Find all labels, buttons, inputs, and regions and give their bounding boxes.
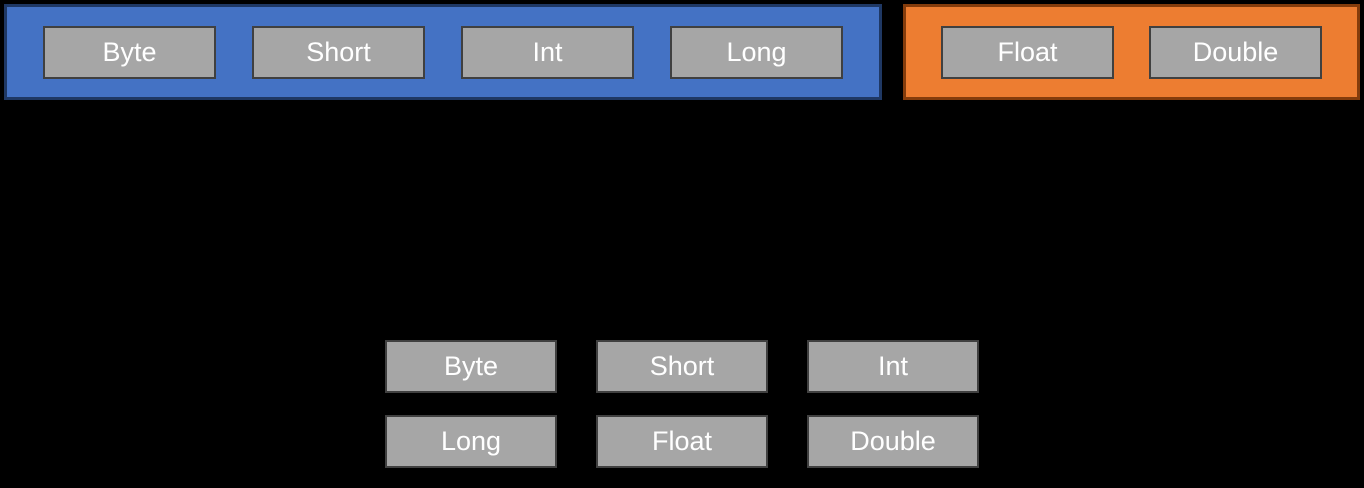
all-types-grid-row-1: Byte Short Int [385, 340, 979, 393]
type-box-double: Double [1149, 25, 1322, 79]
all-types-grid-row-2: Long Float Double [385, 415, 979, 468]
floating-types-group: Float Double [903, 4, 1360, 100]
type-box-double: Double [807, 415, 979, 468]
type-box-short: Short [252, 25, 425, 79]
type-box-float: Float [596, 415, 768, 468]
type-box-long: Long [670, 25, 843, 79]
integer-types-group: Byte Short Int Long [4, 4, 882, 100]
type-box-short: Short [596, 340, 768, 393]
type-groups-row: Byte Short Int Long Float Double [4, 4, 1360, 100]
all-types-grid: Byte Short Int Long Float Double [385, 340, 979, 468]
type-box-int: Int [807, 340, 979, 393]
type-box-float: Float [941, 25, 1114, 79]
type-box-long: Long [385, 415, 557, 468]
type-box-int: Int [461, 25, 634, 79]
type-box-byte: Byte [43, 25, 216, 79]
type-box-byte: Byte [385, 340, 557, 393]
